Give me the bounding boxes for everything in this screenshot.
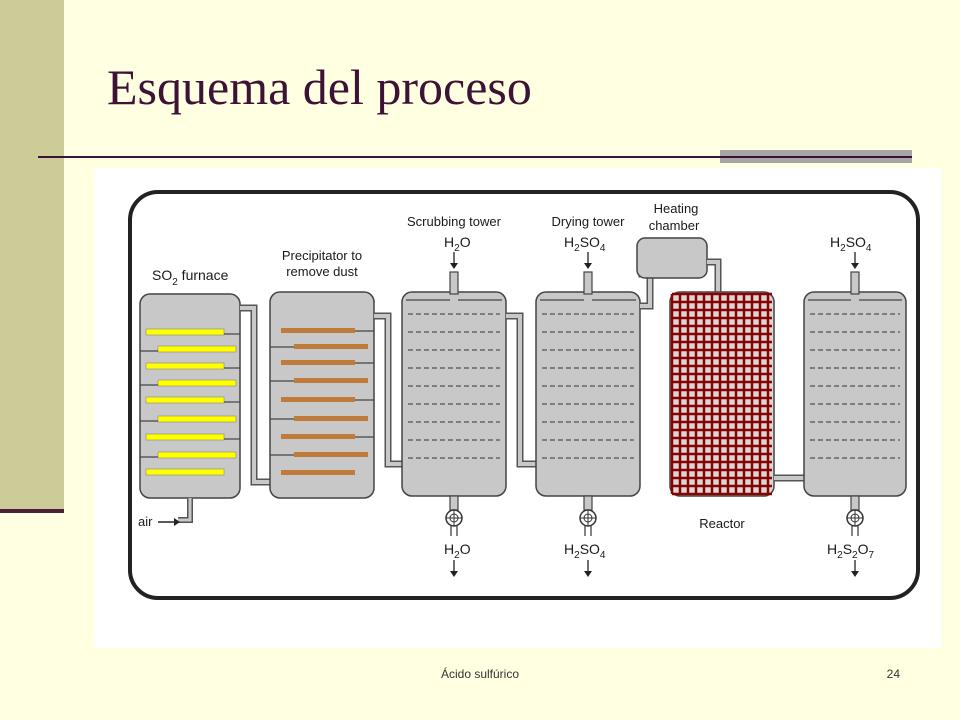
so2-furnace xyxy=(139,293,241,523)
absorption-in-arrow-icon xyxy=(851,252,859,269)
drying-out-arrow-icon xyxy=(584,560,592,577)
absorption-in-formula: H2SO4 xyxy=(830,234,872,254)
scrubbing-label: Scrubbing tower xyxy=(407,214,502,229)
scrubbing-valve-icon xyxy=(445,509,463,527)
left-decor-accent xyxy=(0,509,64,513)
air-label: air xyxy=(138,514,153,529)
absorption-out-arrow-icon xyxy=(851,560,859,577)
process-diagram: SO2 furnace air Precip xyxy=(94,168,941,648)
heating-chamber xyxy=(636,237,722,292)
drying-label: Drying tower xyxy=(552,214,626,229)
left-decor-band xyxy=(0,0,64,510)
drying-in-arrow-icon xyxy=(584,252,592,269)
scrubbing-out-formula: H2O xyxy=(444,541,471,561)
drying-in-formula: H2SO4 xyxy=(564,234,606,254)
drying-valve-icon xyxy=(579,509,597,527)
furnace-trays xyxy=(140,328,240,476)
absorption-out-formula: H2S2O7 xyxy=(827,541,874,561)
absorption-valve-icon xyxy=(846,509,864,527)
reactor-catalyst-grid xyxy=(670,292,772,496)
precipitator-label-line1: Precipitator to xyxy=(282,248,362,263)
dust-trays xyxy=(270,328,374,475)
scrubbing-out-arrow-icon xyxy=(450,560,458,577)
precipitator-label-line2: remove dust xyxy=(286,264,358,279)
slide-title: Esquema del proceso xyxy=(107,59,532,115)
process-diagram-svg: SO2 furnace air Precip xyxy=(128,190,920,600)
diagram-frame xyxy=(128,190,920,600)
scrubbing-tower xyxy=(401,271,507,536)
scrubbing-in-formula: H2O xyxy=(444,234,471,254)
scrubbing-in-arrow-icon xyxy=(450,252,458,269)
reactor xyxy=(669,291,775,497)
absorption-tower xyxy=(803,271,907,536)
page-number: 24 xyxy=(886,667,900,681)
footer-text: Ácido sulfúrico xyxy=(440,667,520,681)
drying-out-formula: H2SO4 xyxy=(564,541,606,561)
title-rule xyxy=(38,156,912,158)
heating-label-line2: chamber xyxy=(649,218,700,233)
air-arrow-icon xyxy=(158,518,180,526)
precipitator xyxy=(269,291,375,499)
heating-label-line1: Heating xyxy=(654,201,699,216)
drying-tower xyxy=(535,271,641,536)
reactor-label: Reactor xyxy=(699,516,745,531)
furnace-label: SO2 furnace xyxy=(152,267,229,288)
title-rule-line-overlay xyxy=(720,156,912,158)
